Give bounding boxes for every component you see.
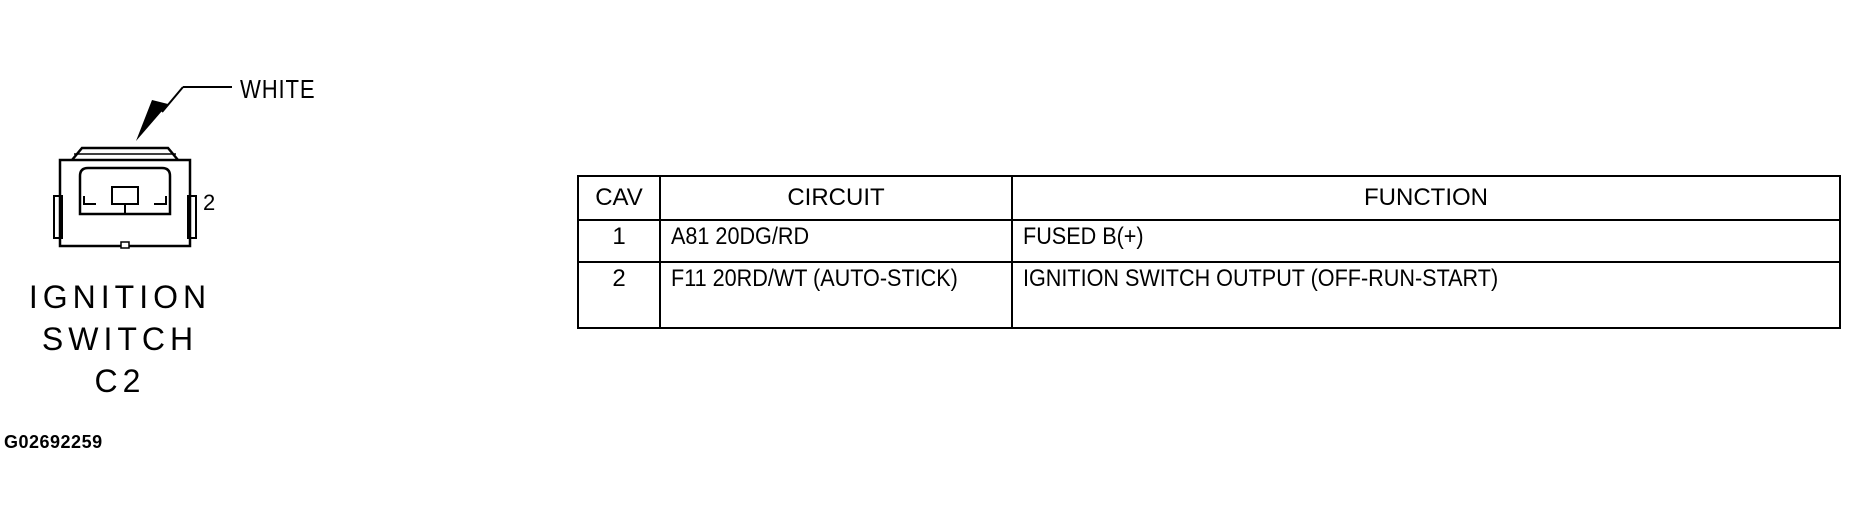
pinout-table: CAV CIRCUIT FUNCTION 1 A81 20DG/RD FUSED… (577, 175, 1841, 329)
cell-function: IGNITION SWITCH OUTPUT (OFF-RUN-START) (1011, 261, 1841, 329)
connector-drawing (53, 86, 232, 249)
cell-circuit: F11 20RD/WT (AUTO-STICK) (659, 261, 1013, 329)
cell-function: FUSED B(+) (1011, 219, 1841, 263)
cell-cav: 1 (577, 219, 661, 263)
header-cav: CAV (577, 175, 661, 221)
callout-leader-diagonal (161, 86, 184, 113)
header-circuit: CIRCUIT (659, 175, 1013, 221)
connector-name: IGNITION SWITCH C2 (0, 276, 240, 402)
table-row: 1 A81 20DG/RD FUSED B(+) (577, 219, 1841, 263)
connector-key (111, 186, 139, 205)
terminal-1 (83, 196, 96, 205)
table-row: 2 F11 20RD/WT (AUTO-STICK) IGNITION SWIT… (577, 261, 1841, 329)
callout-arrow-icon (136, 100, 168, 141)
cell-cav: 2 (577, 261, 661, 329)
connector-name-line-2: SWITCH (41, 321, 199, 357)
connector-name-line-1: IGNITION (28, 279, 212, 315)
connector-figure: WHITE 2 IGNITION SWITCH C2 G02692259 (0, 0, 420, 525)
color-callout-label: WHITE (240, 74, 316, 104)
figure-id: G02692259 (4, 432, 103, 452)
connector-name-line-3: C2 (94, 363, 146, 399)
connector-cavity (78, 166, 172, 216)
table-header-row: CAV CIRCUIT FUNCTION (577, 175, 1841, 221)
header-function: FUNCTION (1011, 175, 1841, 221)
cell-circuit: A81 20DG/RD (659, 219, 1013, 263)
terminal-2 (154, 196, 167, 205)
cavity-number-label: 2 (203, 190, 216, 215)
